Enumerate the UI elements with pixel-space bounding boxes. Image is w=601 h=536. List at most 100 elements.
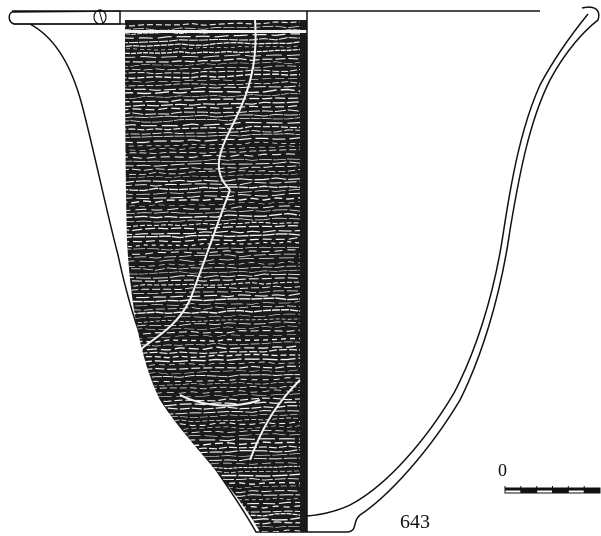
texture-stroke — [125, 104, 301, 112]
section-profile-inner — [306, 13, 589, 517]
texture-stroke — [125, 161, 301, 167]
texture-stroke — [125, 293, 301, 299]
texture-stroke — [125, 169, 301, 176]
texture-stroke — [125, 68, 301, 75]
texture-stroke — [125, 246, 301, 251]
texture-stroke — [125, 197, 301, 204]
scale-segment — [520, 488, 537, 493]
scale-segment — [584, 488, 600, 493]
texture-stroke — [125, 429, 301, 435]
surface-texture-panel — [125, 20, 307, 532]
texture-stroke — [125, 121, 301, 127]
texture-stroke — [125, 101, 301, 108]
texture-stroke — [125, 233, 301, 239]
texture-stroke — [125, 21, 301, 27]
texture-stroke — [125, 253, 301, 259]
texture-stroke — [125, 125, 301, 131]
texture-stroke — [125, 73, 301, 79]
texture-stroke — [125, 397, 301, 403]
texture-stroke — [125, 181, 301, 187]
texture-stroke — [125, 153, 301, 160]
texture-stroke — [125, 305, 301, 311]
texture-stroke — [125, 88, 301, 95]
texture-stroke — [125, 205, 301, 212]
texture-stroke — [125, 389, 301, 394]
texture-stroke — [125, 93, 301, 100]
texture-stroke — [125, 188, 301, 196]
texture-stroke — [125, 321, 301, 328]
scale-bar: 0 — [498, 460, 601, 494]
texture-stroke — [125, 48, 301, 55]
texture-stroke — [125, 133, 301, 139]
rim-band — [125, 30, 307, 33]
rim-outline — [8, 9, 540, 25]
texture-stroke — [125, 249, 301, 255]
surface-crack — [217, 20, 257, 191]
texture-stroke — [125, 85, 301, 91]
texture-stroke — [125, 33, 301, 39]
texture-stroke — [125, 37, 301, 44]
texture-stroke — [125, 29, 300, 35]
texture-stroke — [125, 149, 301, 155]
surface-crack — [179, 394, 261, 407]
texture-stroke — [125, 145, 301, 151]
texture-stroke — [125, 217, 301, 223]
texture-stroke — [125, 285, 301, 291]
texture-stroke — [125, 377, 301, 383]
texture-stroke — [125, 297, 301, 303]
texture-stroke — [125, 329, 301, 335]
surface-crack — [139, 189, 231, 351]
texture-stroke — [125, 109, 301, 116]
texture-stroke — [125, 61, 301, 68]
catalog-number: 643 — [400, 511, 430, 533]
section-profile-outer — [307, 6, 600, 533]
scale-segment — [505, 488, 521, 491]
surface-crack — [249, 379, 301, 461]
texture-stroke — [125, 117, 301, 123]
texture-stroke — [125, 25, 301, 31]
texture-stroke — [125, 81, 301, 87]
texture-stroke — [125, 277, 301, 282]
texture-stroke — [125, 113, 301, 119]
texture-stroke — [125, 45, 301, 51]
texture-stroke — [125, 201, 301, 208]
rim-perforation-mark — [93, 9, 107, 25]
texture-stroke — [125, 273, 301, 279]
texture-stroke — [125, 269, 301, 275]
texture-stroke — [125, 141, 301, 147]
texture-stroke — [125, 236, 301, 243]
texture-stroke — [125, 173, 301, 179]
texture-stroke — [125, 177, 301, 184]
texture-stroke — [125, 185, 301, 192]
texture-stroke — [125, 158, 301, 163]
texture-stroke — [125, 137, 301, 144]
scale-zero-label: 0 — [498, 460, 507, 480]
texture-stroke — [125, 441, 300, 447]
texture-stroke — [125, 341, 301, 348]
texture-stroke — [125, 209, 301, 215]
texture-stroke — [125, 313, 301, 320]
texture-stroke — [125, 374, 300, 378]
texture-stroke — [125, 129, 301, 135]
texture-stroke — [125, 225, 300, 232]
texture-stroke — [125, 325, 301, 331]
texture-stroke — [125, 41, 301, 48]
texture-stroke — [125, 54, 301, 58]
scale-segment — [552, 488, 569, 493]
texture-stroke — [125, 290, 301, 294]
texture-stroke — [125, 265, 301, 271]
texture-stroke — [125, 318, 301, 323]
texture-stroke — [125, 165, 301, 171]
texture-stroke — [125, 78, 301, 83]
texture-stroke — [125, 212, 301, 219]
texture-stroke — [125, 281, 301, 287]
texture-stroke — [125, 229, 301, 236]
scale-segment — [536, 488, 553, 491]
texture-stroke — [125, 65, 301, 71]
texture-stroke — [125, 309, 301, 315]
texture-stroke — [125, 334, 301, 339]
texture-stroke — [125, 301, 301, 307]
texture-stroke — [125, 57, 301, 63]
texture-stroke — [125, 97, 301, 103]
